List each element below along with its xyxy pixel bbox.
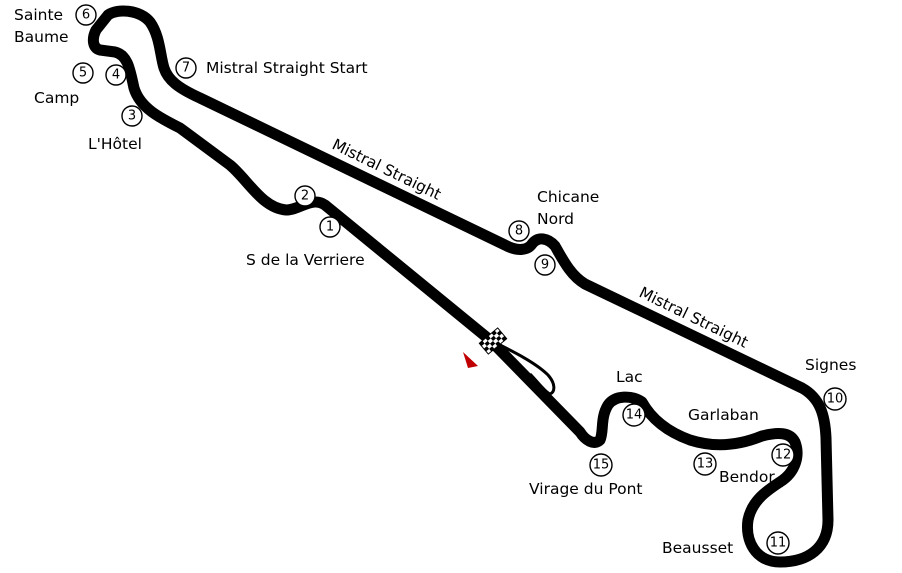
- corner-marker-4: 4: [105, 64, 127, 86]
- svg-text:4: 4: [112, 68, 120, 83]
- corner-marker-3: 3: [121, 105, 143, 127]
- corner-label-5: Camp: [34, 89, 79, 107]
- corner-marker-2: 2: [294, 185, 316, 207]
- pit-lane: [489, 338, 556, 396]
- corner-marker-5: 5: [72, 62, 94, 84]
- svg-text:13: 13: [697, 457, 714, 472]
- corner-marker-9: 9: [534, 254, 556, 276]
- svg-text:7: 7: [182, 61, 190, 76]
- corner-marker-15: 15: [589, 453, 613, 477]
- lac-label: Lac: [616, 368, 643, 386]
- corner-marker-1: 1: [319, 216, 341, 238]
- corner-label-3: L'Hôtel: [88, 135, 142, 153]
- svg-text:12: 12: [775, 448, 792, 463]
- corner-marker-10: 10: [823, 387, 847, 411]
- svg-text:1: 1: [326, 220, 334, 235]
- svg-text:10: 10: [827, 392, 844, 407]
- corner-marker-11: 11: [766, 531, 790, 555]
- corner-label-14: Garlaban: [688, 406, 759, 424]
- corner-label-15: Virage du Pont: [529, 480, 643, 498]
- corner-marker-8: 8: [508, 220, 530, 242]
- track-outline: [87, 5, 834, 568]
- corner-marker-12: 12: [771, 443, 795, 467]
- svg-text:9: 9: [541, 258, 549, 273]
- corner-label-7: Mistral Straight Start: [206, 59, 368, 77]
- svg-text:8: 8: [515, 224, 523, 239]
- svg-text:6: 6: [82, 8, 90, 23]
- corner-label-13: Bendor: [719, 468, 775, 486]
- svg-text:2: 2: [301, 189, 309, 204]
- corner-marker-6: 6: [75, 4, 97, 26]
- svg-text:5: 5: [79, 66, 87, 81]
- svg-text:15: 15: [593, 458, 610, 473]
- corner-label-1: S de la Verriere: [246, 251, 365, 269]
- corner-label-10: Signes: [805, 356, 856, 374]
- corner-marker-14: 14: [622, 403, 646, 427]
- corner-label-11: Beausset: [662, 539, 733, 557]
- direction-arrow-icon: [463, 352, 478, 368]
- svg-text:14: 14: [626, 408, 643, 423]
- corner-marker-7: 7: [175, 57, 197, 79]
- svg-text:11: 11: [770, 536, 787, 551]
- start-finish-flag: [478, 327, 508, 355]
- svg-text:3: 3: [128, 109, 136, 124]
- corner-marker-13: 13: [693, 452, 717, 476]
